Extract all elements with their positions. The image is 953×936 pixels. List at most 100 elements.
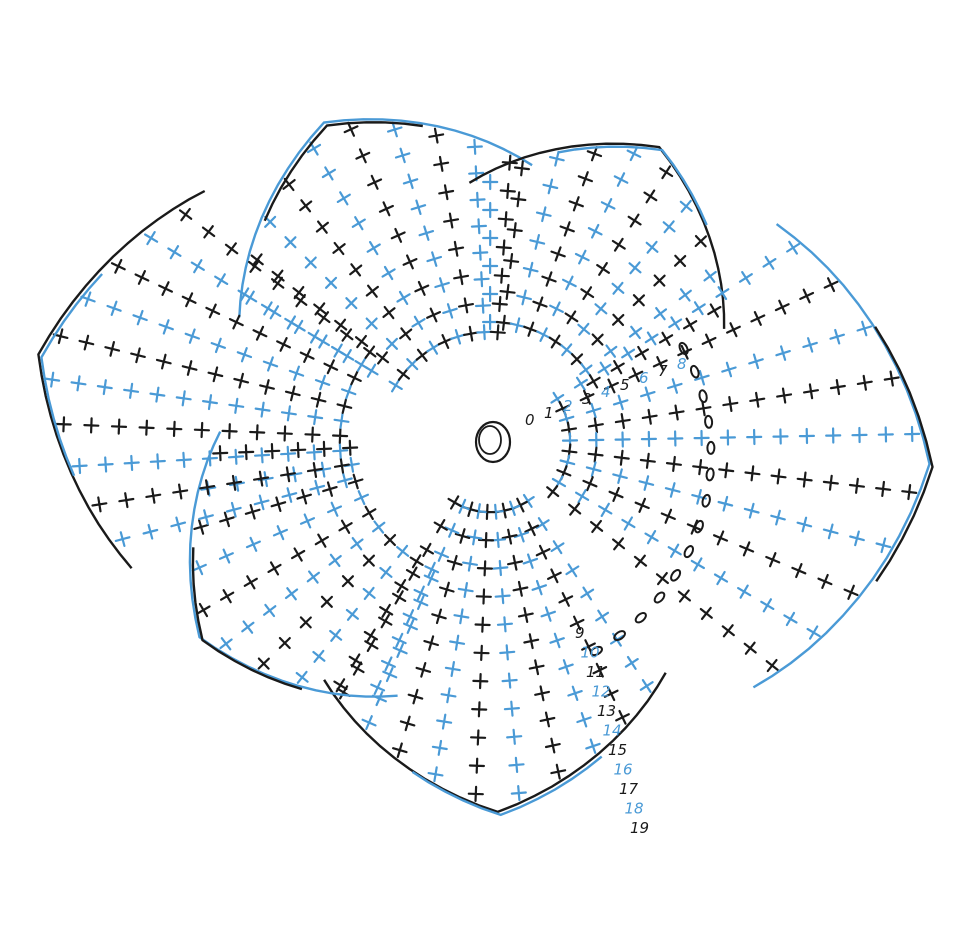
stitch-mark	[295, 295, 306, 306]
stitch-mark	[622, 518, 634, 530]
ring-inner	[479, 426, 501, 454]
stitch-mark	[417, 350, 428, 361]
stitch-mark	[507, 730, 521, 744]
stitch-mark	[116, 532, 130, 546]
chain-oval	[669, 568, 682, 582]
stitch-mark	[345, 123, 358, 136]
stitch-mark	[483, 259, 497, 273]
chain-oval	[706, 468, 715, 481]
stitch-mark	[560, 660, 573, 673]
stitch-mark	[719, 497, 733, 511]
stitch-mark	[772, 470, 786, 484]
stitch-mark	[338, 474, 352, 488]
stitch-mark	[308, 463, 322, 477]
stitch-mark	[308, 410, 322, 424]
petal	[547, 224, 932, 687]
stitch-mark	[269, 562, 281, 574]
stitch-mark	[501, 184, 515, 198]
stitch-mark	[140, 421, 154, 435]
stitch-mark	[318, 312, 329, 323]
stitch-mark	[206, 305, 219, 318]
stitch-mark	[274, 526, 287, 539]
petal-edge-inner	[412, 757, 601, 815]
row-number-label: 4	[601, 383, 611, 401]
stitch-mark	[695, 431, 709, 445]
stitch-mark	[471, 193, 485, 207]
stitch-mark	[646, 531, 658, 543]
stitch-mark	[553, 477, 565, 489]
stitch-mark	[425, 572, 438, 585]
stitch-mark	[393, 744, 406, 757]
stitch-mark	[230, 316, 243, 329]
stitch-mark	[383, 267, 395, 279]
stitch-mark	[615, 173, 628, 186]
stitch-mark	[364, 556, 374, 566]
stitch-mark	[551, 765, 565, 779]
stitch-mark	[437, 715, 451, 729]
stitch-mark	[572, 354, 582, 364]
row-number-label: 1	[544, 404, 554, 422]
stitch-mark	[449, 496, 461, 508]
stitch-mark	[473, 246, 487, 260]
stitch-mark	[722, 363, 735, 376]
stitch-mark	[316, 535, 328, 547]
stitch-mark	[771, 511, 785, 525]
stitch-mark	[407, 568, 419, 580]
row-number-label: 19	[630, 819, 649, 837]
stitch-mark	[605, 346, 616, 357]
stitch-mark	[427, 309, 440, 322]
stitch-mark	[112, 420, 126, 434]
stitch-mark	[404, 620, 417, 633]
stitch-mark	[380, 567, 391, 578]
stitch-mark	[346, 298, 356, 308]
stitch-mark	[675, 256, 685, 266]
stitch-mark	[576, 490, 588, 502]
stitch-mark	[343, 441, 357, 455]
stitch-mark	[589, 225, 602, 238]
stitch-mark	[385, 535, 395, 545]
stitch-mark	[524, 263, 538, 277]
stitch-mark	[146, 489, 160, 503]
stitch-mark	[524, 634, 538, 648]
stitch-mark	[693, 460, 707, 474]
stitch-mark	[451, 330, 464, 343]
chain-oval	[634, 611, 648, 624]
stitch-mark	[636, 499, 649, 512]
stitch-mark	[364, 347, 375, 358]
stitch-mark	[537, 328, 550, 341]
stitch-mark	[334, 243, 345, 254]
stitch-mark	[260, 380, 274, 394]
stitch-mark	[581, 588, 593, 600]
stitch-mark	[281, 447, 295, 461]
stitch-mark	[831, 380, 845, 394]
stitch-mark	[589, 418, 603, 432]
stitch-mark	[220, 513, 233, 526]
stitch-mark	[746, 466, 760, 480]
stitch-mark	[342, 385, 355, 398]
stitch-mark	[622, 348, 634, 360]
stitch-mark	[223, 424, 237, 438]
stitch-mark	[777, 389, 791, 403]
stitch-mark	[616, 433, 630, 447]
row-number-label: 7	[658, 362, 668, 380]
stitch-mark	[542, 272, 555, 285]
stitch-mark	[643, 410, 657, 424]
stitch-mark	[323, 167, 335, 179]
stitch-mark	[514, 499, 527, 512]
stitch-mark	[226, 243, 237, 254]
stitch-mark	[767, 660, 778, 671]
stitch-mark	[332, 345, 344, 357]
stitch-mark	[544, 180, 558, 194]
stitch-mark	[493, 297, 507, 311]
stitch-mark	[98, 380, 112, 394]
stitch-mark	[613, 239, 625, 251]
stitch-mark	[719, 463, 733, 477]
stitch-mark	[313, 651, 324, 662]
stitch-mark	[591, 521, 602, 532]
stitch-mark	[380, 202, 393, 215]
stitch-mark	[278, 427, 292, 441]
stitch-mark	[200, 480, 214, 494]
stitch-mark	[134, 311, 147, 324]
